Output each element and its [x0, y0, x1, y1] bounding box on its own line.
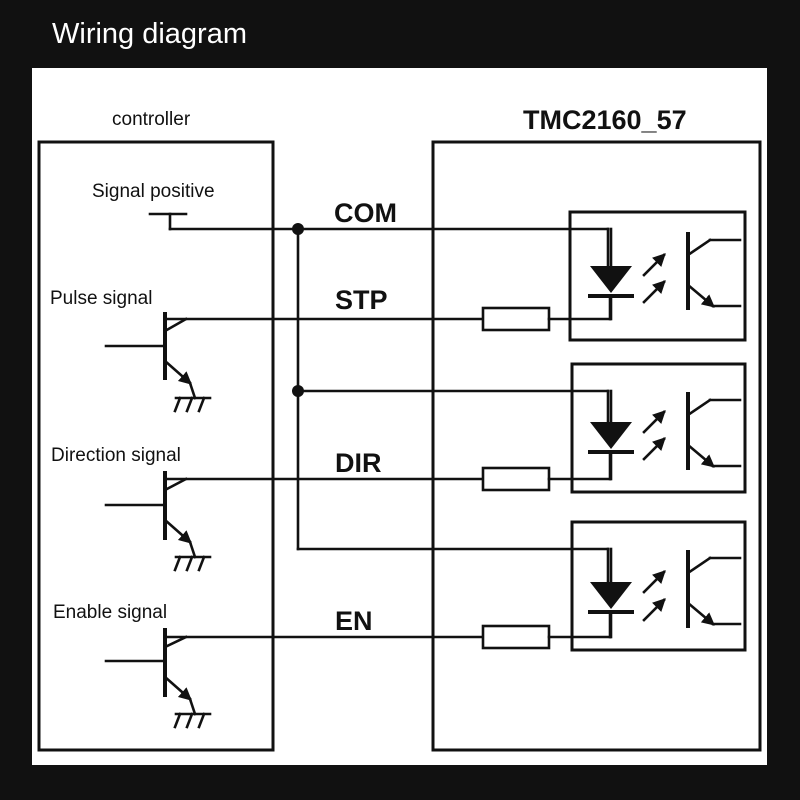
optocoupler-2-icon	[570, 362, 747, 494]
common-bus	[292, 223, 610, 586]
optocoupler-3-icon	[570, 520, 747, 652]
pulse-transistor-icon	[104, 312, 212, 413]
page-title: Wiring diagram	[52, 18, 247, 50]
com-wire	[168, 227, 610, 270]
controller-label: controller	[112, 109, 191, 130]
stp-wire-label: STP	[335, 285, 388, 315]
pulse-signal-label: Pulse signal	[50, 288, 152, 309]
en-wire-label: EN	[335, 606, 373, 636]
direction-signal-label: Direction signal	[51, 445, 181, 466]
dir-wire	[163, 450, 612, 492]
signal-positive-terminal	[148, 212, 188, 231]
driver-label: TMC2160_57	[523, 105, 687, 135]
controller-box	[37, 140, 275, 752]
dir-wire-label: DIR	[335, 448, 382, 478]
com-wire-label: COM	[334, 198, 397, 228]
en-wire	[163, 610, 612, 650]
driver-box	[431, 140, 762, 752]
direction-transistor-icon	[104, 471, 212, 572]
enable-transistor-icon	[104, 628, 212, 729]
optocoupler-1-icon	[568, 210, 747, 342]
signal-positive-label: Signal positive	[92, 181, 215, 202]
enable-signal-label: Enable signal	[53, 602, 167, 623]
